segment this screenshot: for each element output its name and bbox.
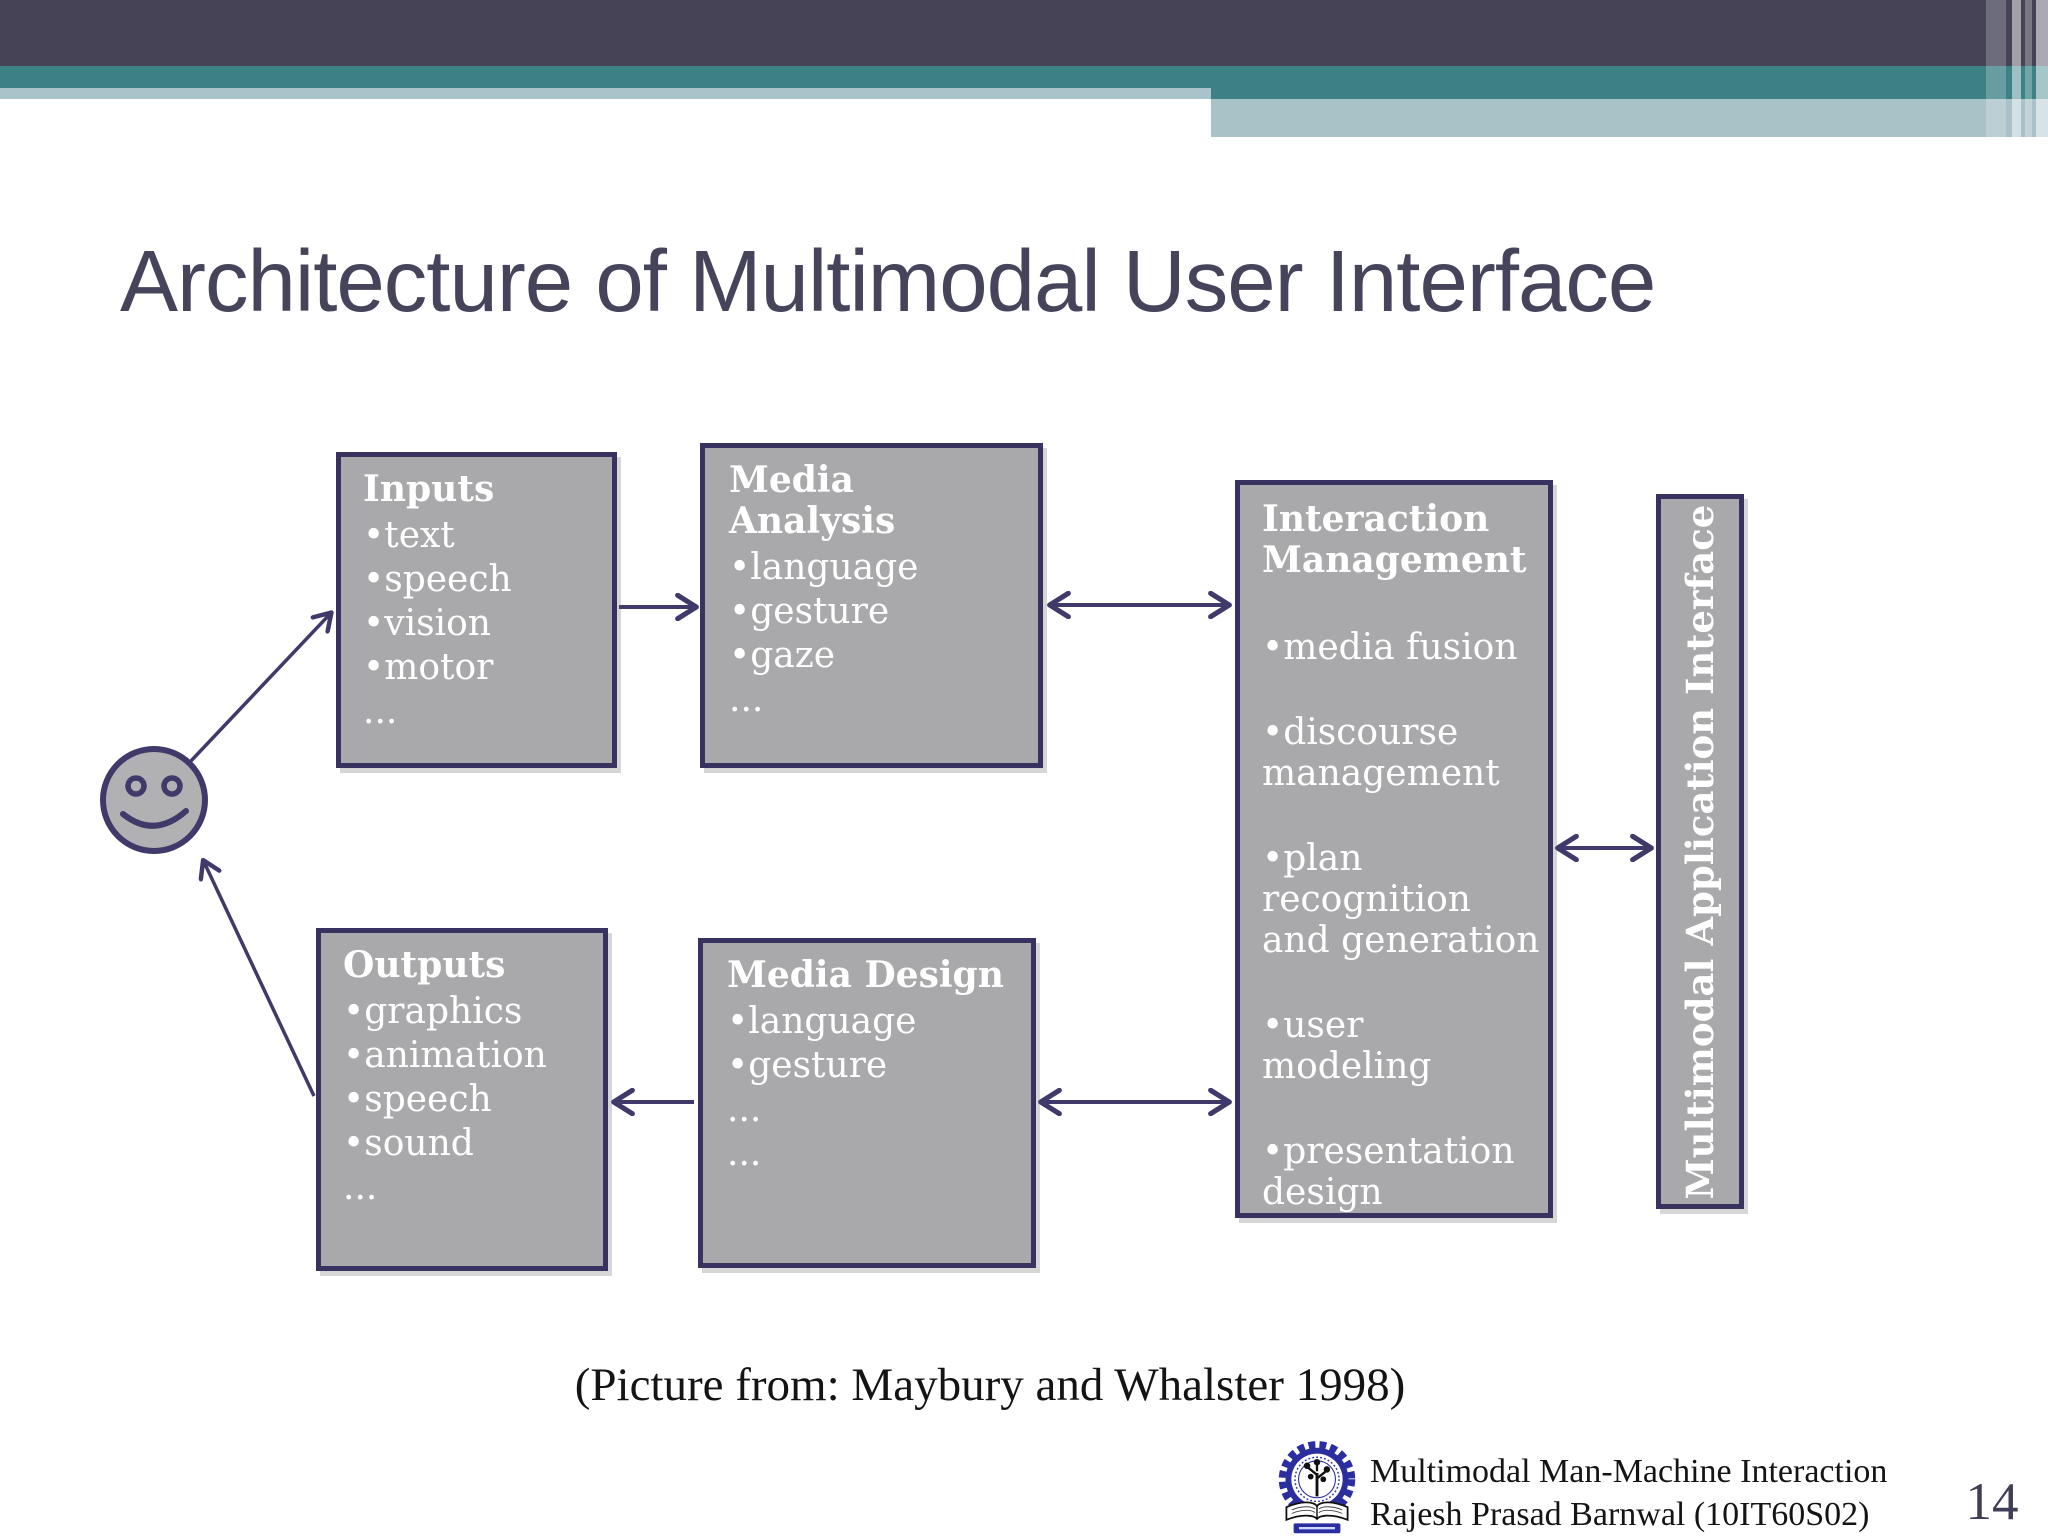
header-bar-light-left xyxy=(0,88,1211,99)
bullet-line: ... xyxy=(729,679,764,721)
inputs-box: Inputs •text•speech•vision•motor... xyxy=(336,452,617,768)
footer-author: Rajesh Prasad Barnwal (10IT60S02) xyxy=(1370,1496,1870,1533)
bullet-item: •plan recognition and generation xyxy=(1262,838,1540,962)
bullet-line: •text xyxy=(363,515,455,557)
header-bar-teal-right xyxy=(1211,66,2048,99)
box-title-vertical: Multimodal Application Interface xyxy=(1678,504,1722,1199)
header-accent-stripe xyxy=(1986,0,2006,137)
header-accent-stripe xyxy=(2012,0,2021,137)
arrow-outputs-to-user xyxy=(204,862,316,1097)
multimodal-application-interface-box: Multimodal Application Interface xyxy=(1656,494,1744,1209)
footer-text: Multimodal Man-Machine Interaction Rajes… xyxy=(1370,1450,1887,1536)
bullet-item: •discourse management xyxy=(1262,712,1500,795)
page-number: 14 xyxy=(1965,1473,2019,1531)
picture-credit-caption: (Picture from: Maybury and Whalster 1998… xyxy=(574,1359,1406,1411)
box-lines: •language•gesture...... xyxy=(727,1000,1017,1176)
smiley-face-icon xyxy=(100,746,208,854)
bullet-line: •vision xyxy=(363,603,491,645)
footer-course-title: Multimodal Man-Machine Interaction xyxy=(1370,1453,1888,1490)
box-lines: •language•gesture•gaze... xyxy=(729,546,1024,722)
bullet-item: •media fusion xyxy=(1262,627,1518,669)
bullet-item: •presentation design xyxy=(1262,1131,1515,1214)
bullet-line: •gesture xyxy=(729,591,890,633)
interaction-management-box: Interaction Management •media fusion •dis… xyxy=(1235,480,1553,1218)
box-lines: •graphics•animation•speech•sound... xyxy=(343,990,589,1210)
box-lines: •text•speech•vision•motor... xyxy=(363,514,598,734)
header-bar-dark xyxy=(0,0,2048,66)
box-title: Inputs xyxy=(363,468,495,510)
bullet-line: •speech xyxy=(343,1079,492,1121)
header-accent-stripe xyxy=(2025,0,2032,137)
box-title: Outputs xyxy=(343,944,506,986)
bullet-line: •language xyxy=(729,547,919,589)
outputs-box: Outputs •graphics•animation•speech•sound… xyxy=(316,928,608,1271)
arrow-user-to-inputs xyxy=(188,614,330,764)
header-bar-light-right xyxy=(1211,99,2048,137)
bullet-line: •gaze xyxy=(729,635,836,677)
bullet-line: ... xyxy=(727,1133,762,1175)
bullet-line: •language xyxy=(727,1001,917,1043)
iit-kharagpur-logo-icon xyxy=(1278,1441,1356,1534)
media-analysis-box: Media Analysis •language•gesture•gaze... xyxy=(700,443,1043,768)
header-accent-stripe xyxy=(2036,0,2048,137)
bullet-line: •motor xyxy=(363,647,494,689)
bullet-line: ... xyxy=(363,691,398,733)
bullet-line: •animation xyxy=(343,1035,547,1077)
box-lines: •media fusion •discourse management •plan … xyxy=(1262,627,1540,1213)
page-title: Architecture of Multimodal User Interfac… xyxy=(120,233,1656,330)
bullet-line: •gesture xyxy=(727,1045,888,1087)
media-design-box: Media Design •language•gesture...... xyxy=(698,938,1036,1268)
bullet-item: •user modeling xyxy=(1262,1005,1432,1088)
box-title: Media Analysis xyxy=(729,459,896,543)
box-title: Media Design xyxy=(727,954,1004,996)
bullet-line: •graphics xyxy=(343,991,523,1033)
bullet-line: ... xyxy=(343,1167,378,1209)
bullet-line: •speech xyxy=(363,559,512,601)
box-title: Interaction Management xyxy=(1262,498,1527,582)
bullet-line: ... xyxy=(727,1089,762,1131)
bullet-line: •sound xyxy=(343,1123,474,1165)
logo-tree xyxy=(1303,1458,1331,1497)
